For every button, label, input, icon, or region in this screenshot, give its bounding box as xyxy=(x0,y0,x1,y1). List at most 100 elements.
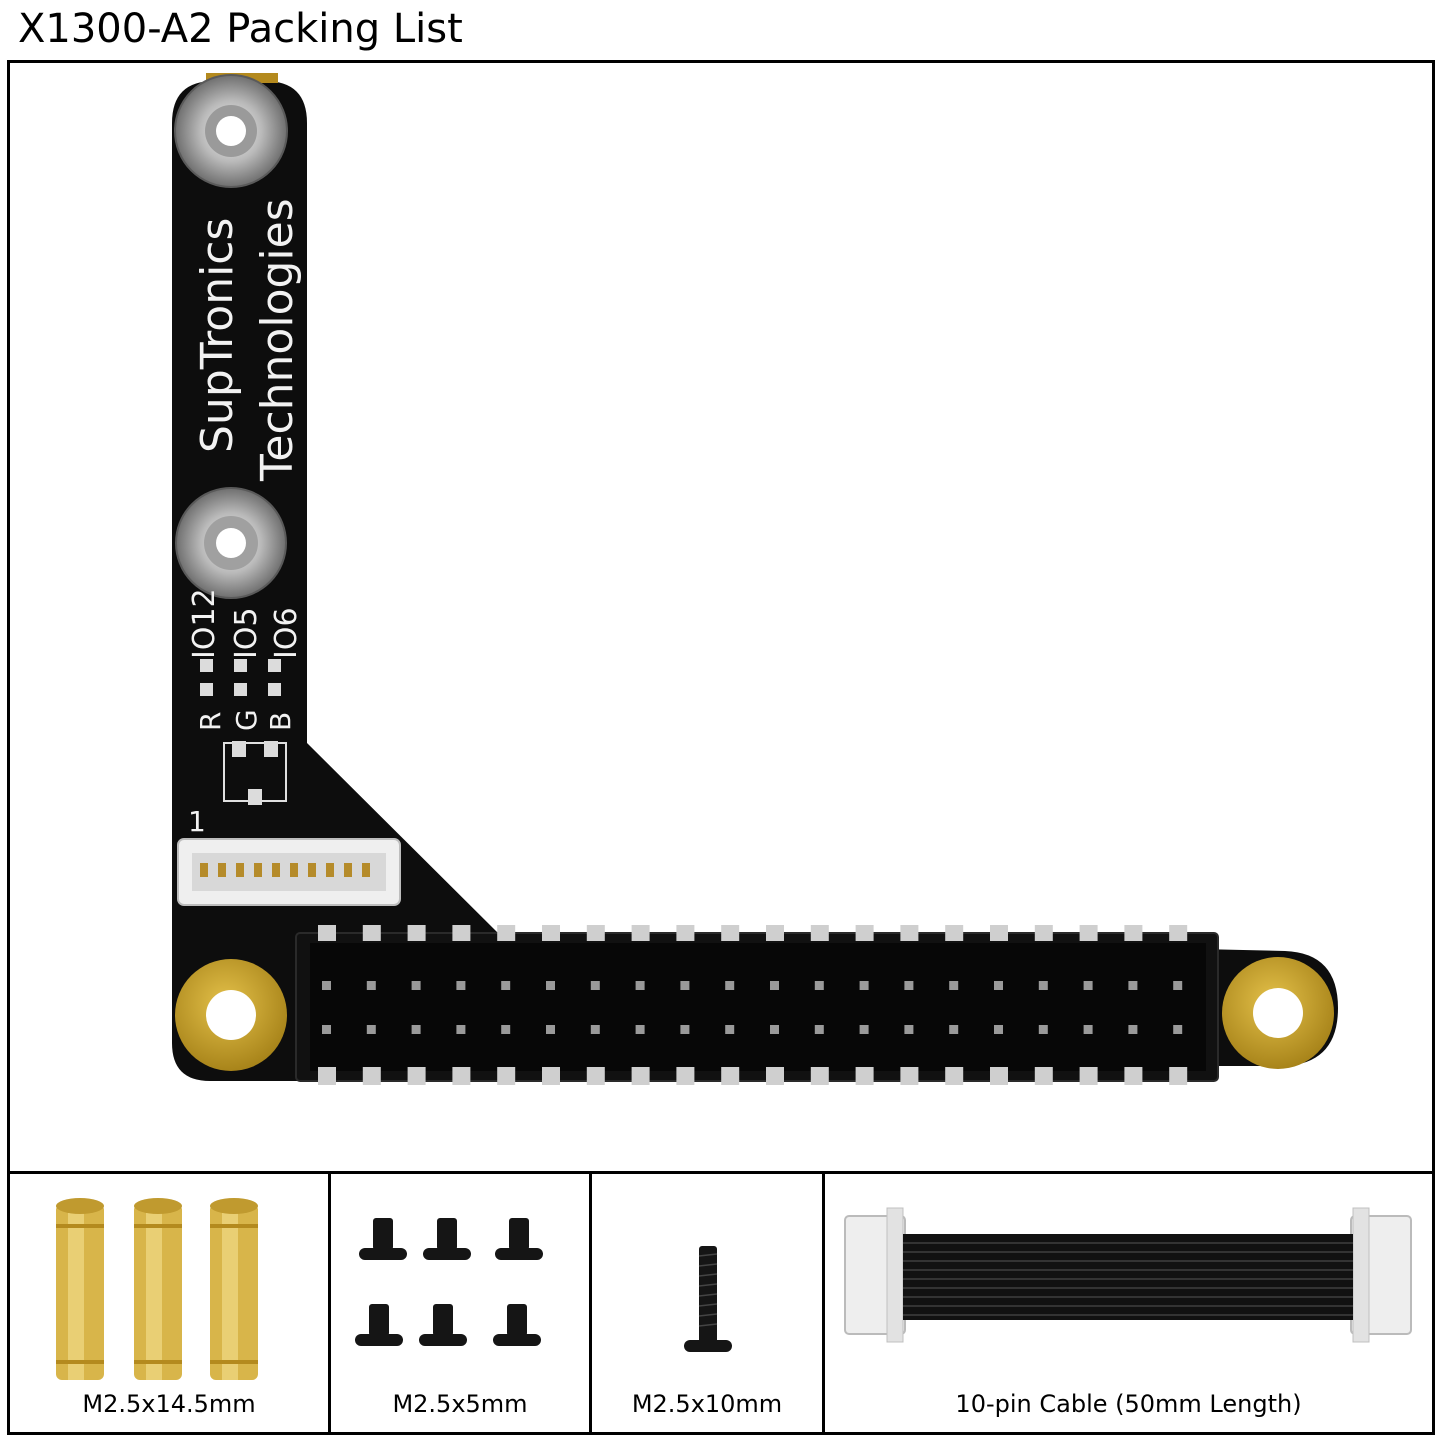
row-label-g: G xyxy=(230,709,263,731)
header-pin-top xyxy=(1124,925,1143,941)
jumper-label-io12: IO12 xyxy=(187,588,222,659)
header-pin xyxy=(1038,981,1048,990)
header-pin xyxy=(1173,1025,1183,1034)
header-pin xyxy=(635,981,645,990)
header-pin xyxy=(1083,1025,1093,1034)
header-pin xyxy=(1128,981,1138,990)
header-pin-bottom xyxy=(1169,1067,1188,1085)
header-pin xyxy=(770,1025,779,1034)
metal-standoff-top xyxy=(174,74,288,188)
brand-line2: Technologies xyxy=(252,198,303,482)
header-pin-top xyxy=(721,925,740,941)
item-label: 10-pin Cable (50mm Length) xyxy=(955,1390,1302,1418)
header-pin-top xyxy=(497,925,516,941)
header-pin xyxy=(859,1025,869,1034)
header-pin xyxy=(680,1025,690,1034)
header-pin-top xyxy=(362,925,381,941)
pin1-marker: 1 xyxy=(188,805,206,838)
header-pin xyxy=(366,981,376,990)
header-pin-top xyxy=(586,925,605,941)
header-pin-bottom xyxy=(1079,1067,1098,1085)
gpio-header xyxy=(295,925,1219,1085)
header-pin-bottom xyxy=(721,1067,740,1085)
row-label-b: B xyxy=(264,712,297,731)
header-pin xyxy=(411,1025,421,1034)
cell-divider xyxy=(589,1174,592,1432)
header-pin xyxy=(366,1025,376,1034)
header-pin-top xyxy=(900,925,919,941)
header-pin-bottom xyxy=(1124,1067,1143,1085)
header-pin xyxy=(590,1025,600,1034)
header-pin-bottom xyxy=(542,1067,560,1085)
packing-list-frame: SupTronics Technologies IO12 IO5 IO6 R xyxy=(7,60,1435,1435)
header-pin-top xyxy=(1079,925,1098,941)
section-divider xyxy=(10,1171,1432,1174)
header-pin xyxy=(322,1025,331,1034)
header-pin xyxy=(635,1025,645,1034)
header-pin xyxy=(456,1025,466,1034)
pcb-outline xyxy=(172,81,1338,1081)
header-pin xyxy=(411,981,421,990)
header-pin-bottom xyxy=(766,1067,784,1085)
header-pin-bottom xyxy=(990,1067,1008,1085)
item-label: M2.5x5mm xyxy=(392,1390,528,1418)
item-label: M2.5x14.5mm xyxy=(82,1390,256,1418)
board-illustration: SupTronics Technologies IO12 IO5 IO6 R xyxy=(10,63,1432,1171)
header-pin xyxy=(501,1025,511,1034)
header-pin xyxy=(546,1025,555,1034)
header-pin xyxy=(859,981,869,990)
smd-component xyxy=(223,741,287,805)
header-pin xyxy=(904,981,914,990)
header-pin xyxy=(994,981,1003,990)
mounting-hole-right xyxy=(1222,957,1334,1069)
header-pin xyxy=(680,981,690,990)
header-pin-top xyxy=(676,925,695,941)
header-pin-bottom xyxy=(407,1067,426,1085)
header-pin-top xyxy=(631,925,650,941)
header-pin-top xyxy=(542,925,560,941)
item-label: M2.5x10mm xyxy=(631,1390,783,1418)
header-pin xyxy=(725,981,735,990)
header-pin-top xyxy=(318,925,336,941)
header-pin-bottom xyxy=(676,1067,695,1085)
header-pin xyxy=(904,1025,914,1034)
header-pin xyxy=(1128,1025,1138,1034)
item-standoffs: M2.5x14.5mm xyxy=(10,1174,328,1432)
jumper-label-io5: IO5 xyxy=(229,607,264,659)
header-pin-bottom xyxy=(586,1067,605,1085)
header-pin xyxy=(322,981,331,990)
brass-standoff-icon xyxy=(56,1198,258,1380)
header-pin xyxy=(725,1025,735,1034)
item-cable: 10-pin Cable (50mm Length) xyxy=(825,1174,1432,1432)
header-pin-top xyxy=(1169,925,1188,941)
header-pin-top xyxy=(452,925,471,941)
cell-divider xyxy=(822,1174,825,1432)
header-pin-bottom xyxy=(1034,1067,1053,1085)
header-pin xyxy=(1083,981,1093,990)
header-pin-bottom xyxy=(945,1067,964,1085)
page-title: X1300-A2 Packing List xyxy=(18,6,463,52)
header-pin xyxy=(814,981,824,990)
header-pin xyxy=(501,981,511,990)
row-label-r: R xyxy=(194,712,227,731)
header-pin-top xyxy=(766,925,784,941)
ten-pin-connector xyxy=(177,838,401,906)
jumper-label-io6: IO6 xyxy=(269,607,304,659)
header-pin-bottom xyxy=(900,1067,919,1085)
header-pin xyxy=(456,981,466,990)
long-screw-icon xyxy=(684,1246,732,1352)
header-pin xyxy=(814,1025,824,1034)
header-pin-top xyxy=(407,925,426,941)
header-pin-bottom xyxy=(497,1067,516,1085)
item-short-screws: M2.5x5mm xyxy=(331,1174,589,1432)
header-pin-bottom xyxy=(362,1067,381,1085)
header-pin-bottom xyxy=(810,1067,829,1085)
jumper-pads xyxy=(200,659,281,696)
header-pin-top xyxy=(990,925,1008,941)
header-pin xyxy=(949,1025,959,1034)
header-pin-top xyxy=(1034,925,1053,941)
mounting-hole-left xyxy=(175,959,287,1071)
metal-standoff-middle xyxy=(175,487,287,599)
header-pin xyxy=(1173,981,1183,990)
header-pin-bottom xyxy=(318,1067,336,1085)
